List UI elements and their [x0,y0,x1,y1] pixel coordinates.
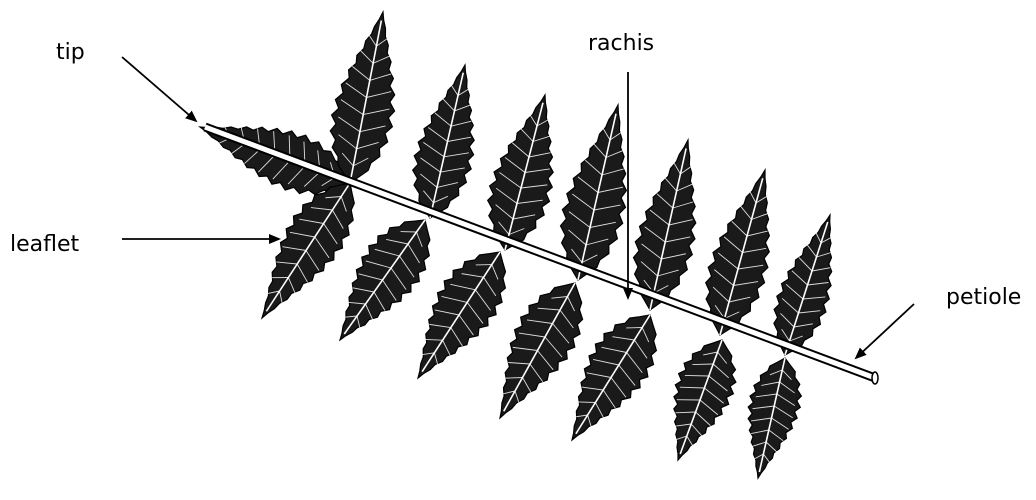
leaflet-lower-2 [340,220,430,340]
leaflet-upper-4 [561,105,627,280]
leaflet-upper-3 [488,95,554,250]
leaflet-lower-4 [500,283,583,418]
leaflet-lower-1 [262,183,354,318]
leaflet-lower-7 [748,358,801,478]
leaflet-lower-6 [674,340,736,460]
leaflet-lower-5 [572,315,656,440]
leaflet-upper-6 [706,170,770,335]
leaflet-upper-5 [634,140,696,310]
petiole-arrow [856,304,914,358]
leaflet-label: leaflet [10,234,79,256]
leaflet-upper-7 [774,215,832,355]
rachis-label: rachis [588,33,654,55]
leaflet-upper-1 [330,12,394,183]
leaflet-lower-3 [418,252,506,378]
tip-arrow [122,57,196,121]
tip-label: tip [56,42,85,64]
petiole-label: petiole [946,287,1021,309]
leaflet-upper-2 [413,65,475,218]
